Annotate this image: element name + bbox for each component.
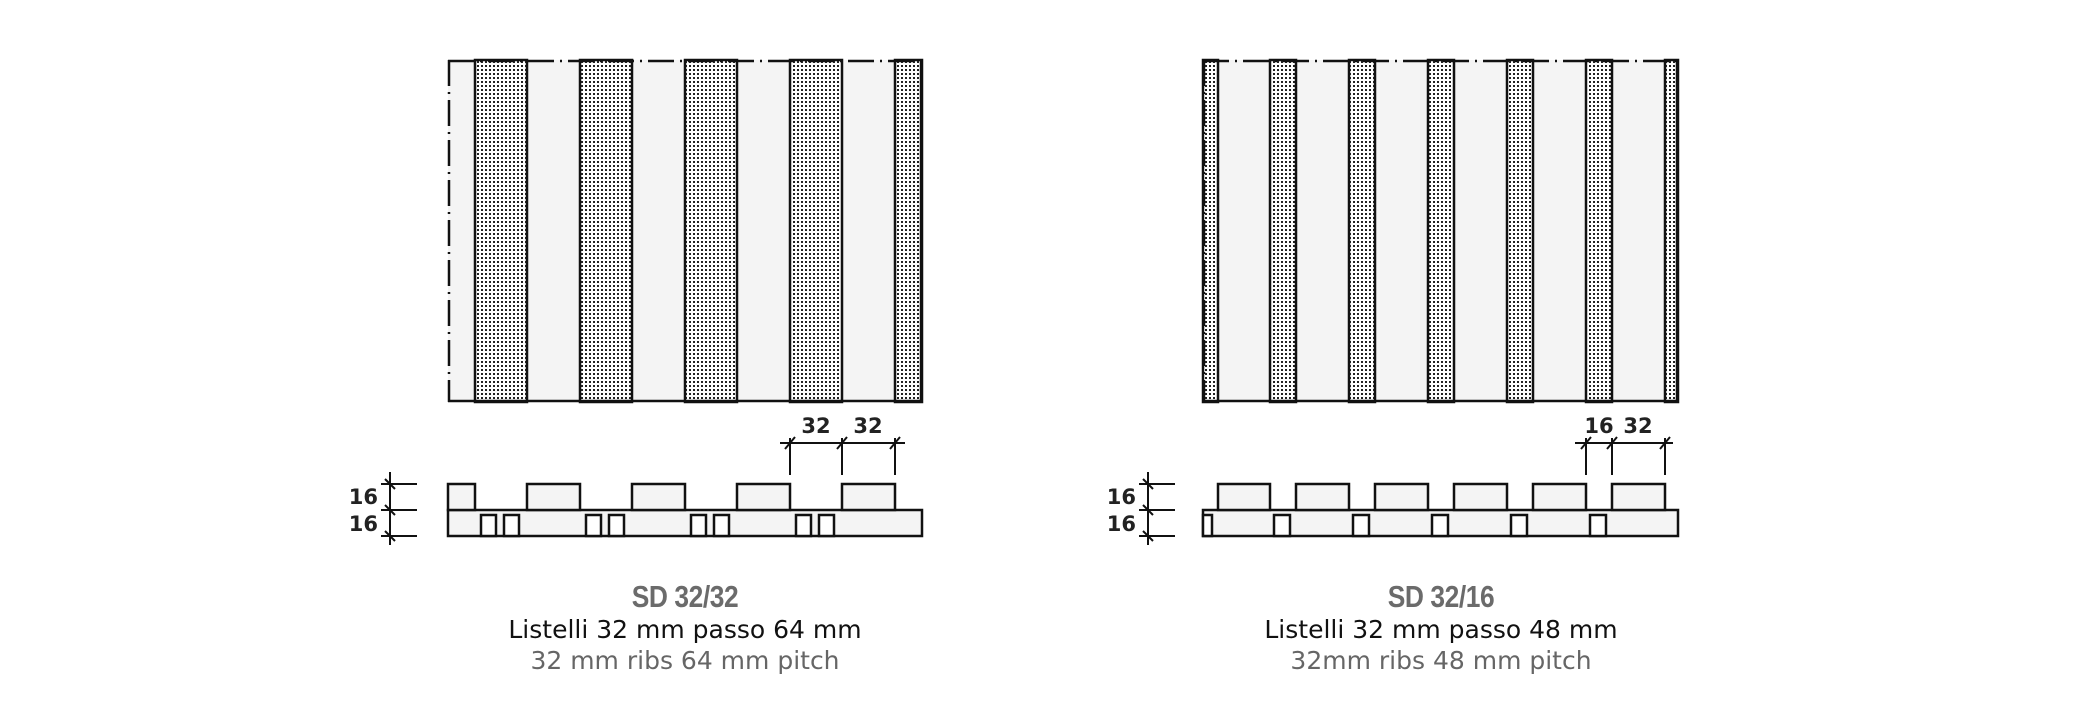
dim-side-2-sd-32-16: 16 <box>1107 512 1136 536</box>
section-view-sd-32-32 <box>381 436 924 545</box>
label-italian: Listelli 32 mm passo 48 mm <box>1264 615 1618 644</box>
product-code: SD 32/32 <box>631 579 739 614</box>
dim-side-2-sd-32-32: 16 <box>349 512 378 536</box>
section-view-sd-32-16 <box>1139 436 1680 545</box>
front-view-sd-32-32 <box>447 58 924 404</box>
dim-top-2-sd-32-16: 32 <box>1623 414 1652 438</box>
dim-top-1-sd-32-32: 32 <box>801 414 830 438</box>
dim-side-1-sd-32-32: 16 <box>349 485 378 509</box>
front-view-sd-32-16 <box>1201 58 1680 404</box>
label-english: 32 mm ribs 64 mm pitch <box>530 646 840 675</box>
dim-side-1-sd-32-16: 16 <box>1107 485 1136 509</box>
caption-sd-32-16: SD 32/16 Listelli 32 mm passo 48 mm 32mm… <box>1141 580 1741 676</box>
label-english: 32mm ribs 48 mm pitch <box>1290 646 1592 675</box>
dim-top-1-sd-32-16: 16 <box>1584 414 1613 438</box>
caption-sd-32-32: SD 32/32 Listelli 32 mm passo 64 mm 32 m… <box>385 580 985 676</box>
label-italian: Listelli 32 mm passo 64 mm <box>508 615 862 644</box>
product-code: SD 32/16 <box>1387 579 1495 614</box>
dim-top-2-sd-32-32: 32 <box>853 414 882 438</box>
